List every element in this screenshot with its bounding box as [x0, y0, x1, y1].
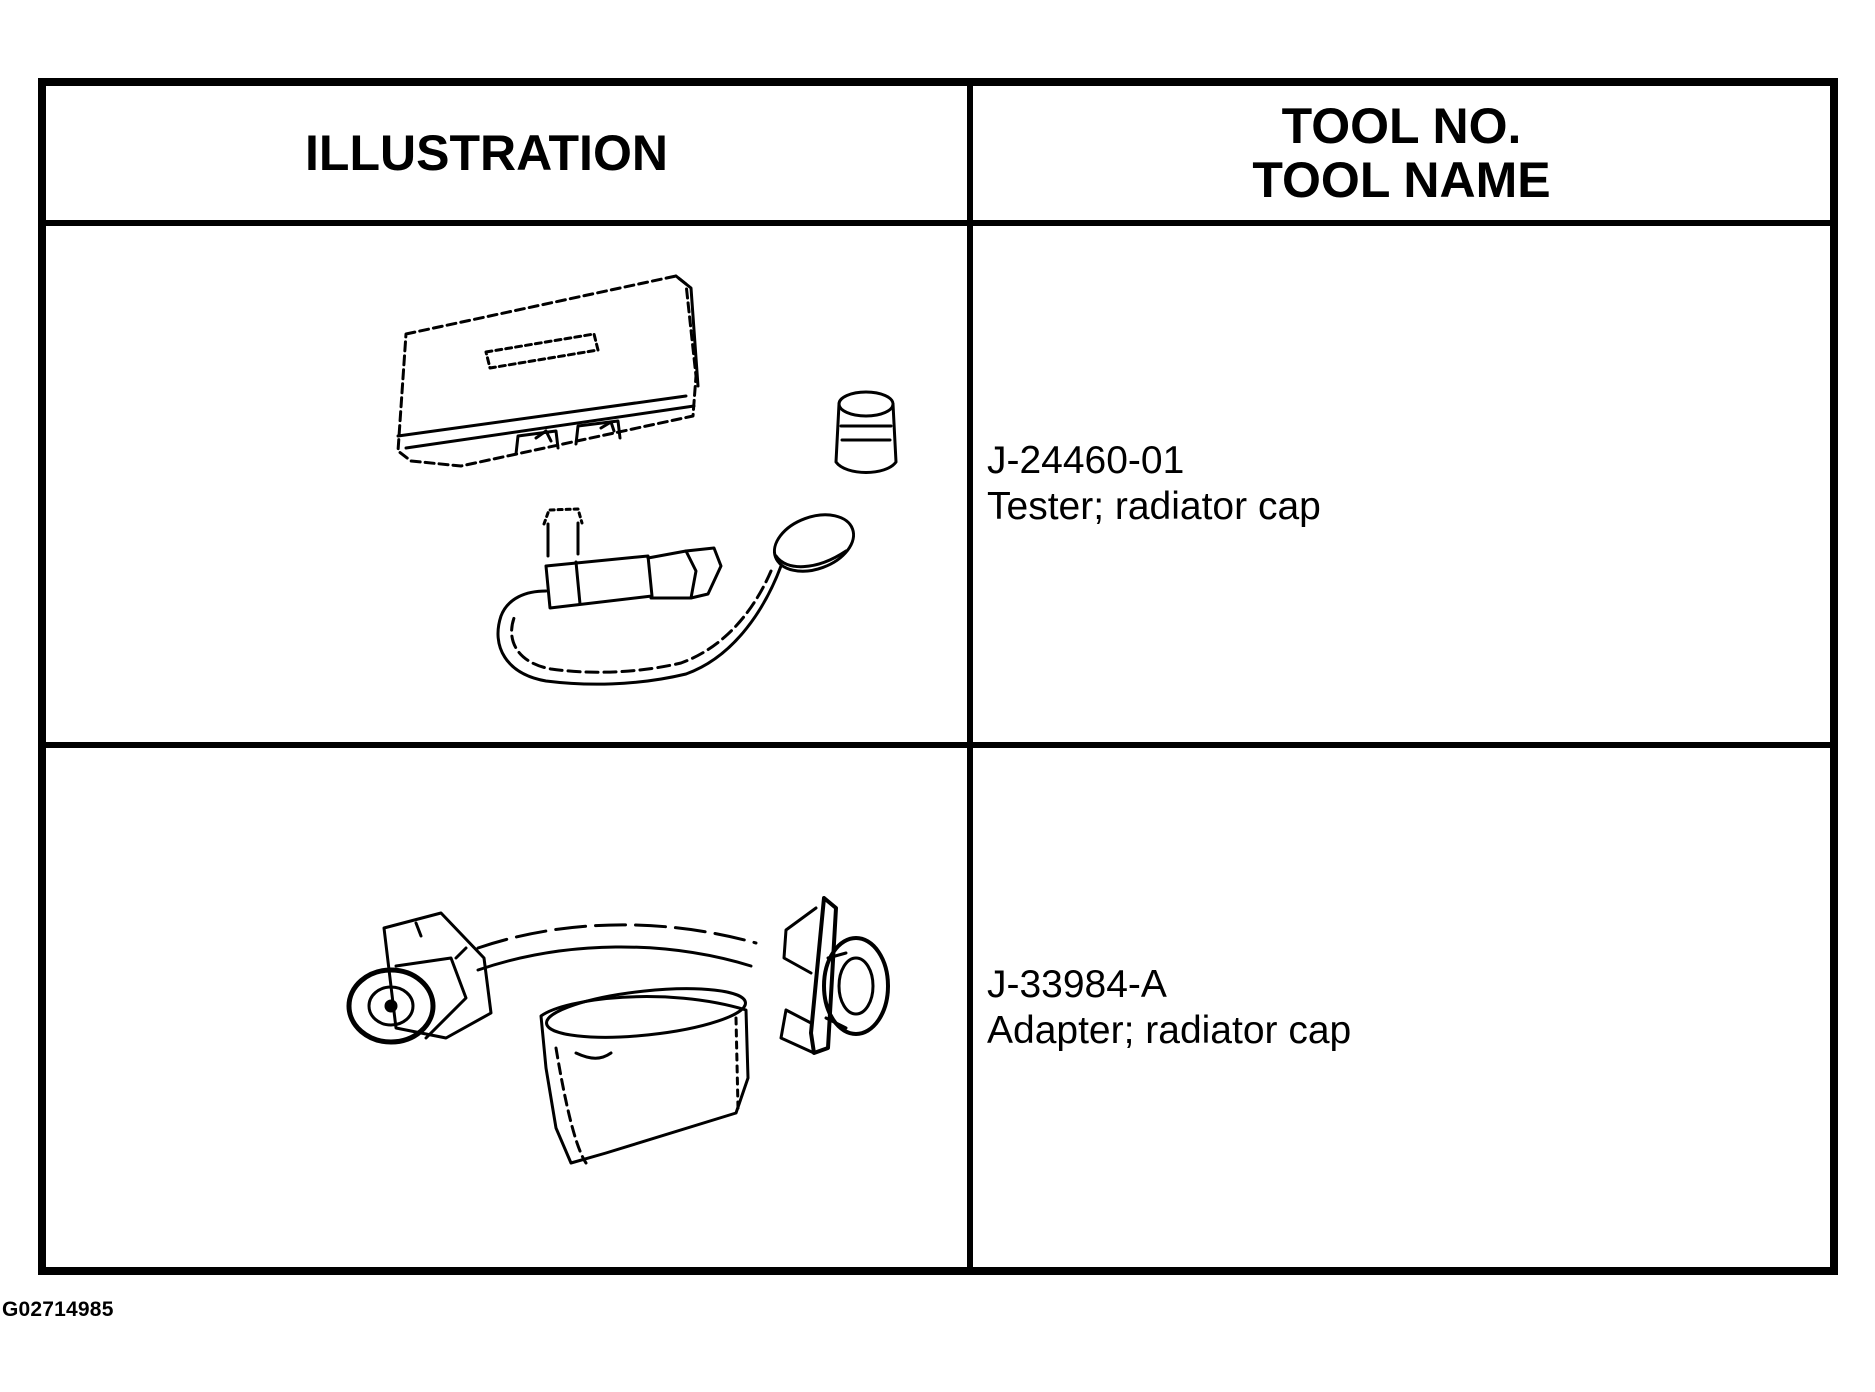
- radiator-cap-tester-kit-icon: [396, 274, 898, 686]
- row-1-illustration-cell: [46, 226, 973, 748]
- header-illustration: ILLUSTRATION: [46, 86, 973, 226]
- row-1-tool-cell: J-24460-01 Tester; radiator cap: [973, 226, 1830, 748]
- figure-id: G02714985: [2, 1298, 114, 1321]
- row-2-tool-name: Adapter; radiator cap: [987, 1008, 1352, 1052]
- radiator-cap-adapter-icon: [346, 896, 890, 1165]
- header-tool-name-label: TOOL NAME: [1252, 152, 1551, 208]
- header-illustration-label: ILLUSTRATION: [305, 125, 668, 181]
- row-2-tool-no: J-33984-A: [987, 962, 1167, 1006]
- row-2-illustration-cell: [46, 748, 973, 1267]
- row-2-tool-cell: J-33984-A Adapter; radiator cap: [973, 748, 1830, 1267]
- special-tools-table: ILLUSTRATION TOOL NO. TOOL NAME: [38, 78, 1838, 1275]
- row-1-tool-name: Tester; radiator cap: [987, 485, 1321, 528]
- row-1-tool-no: J-24460-01: [987, 439, 1185, 482]
- header-tool-no-label: TOOL NO.: [1281, 98, 1522, 154]
- header-tool: TOOL NO. TOOL NAME: [973, 86, 1830, 226]
